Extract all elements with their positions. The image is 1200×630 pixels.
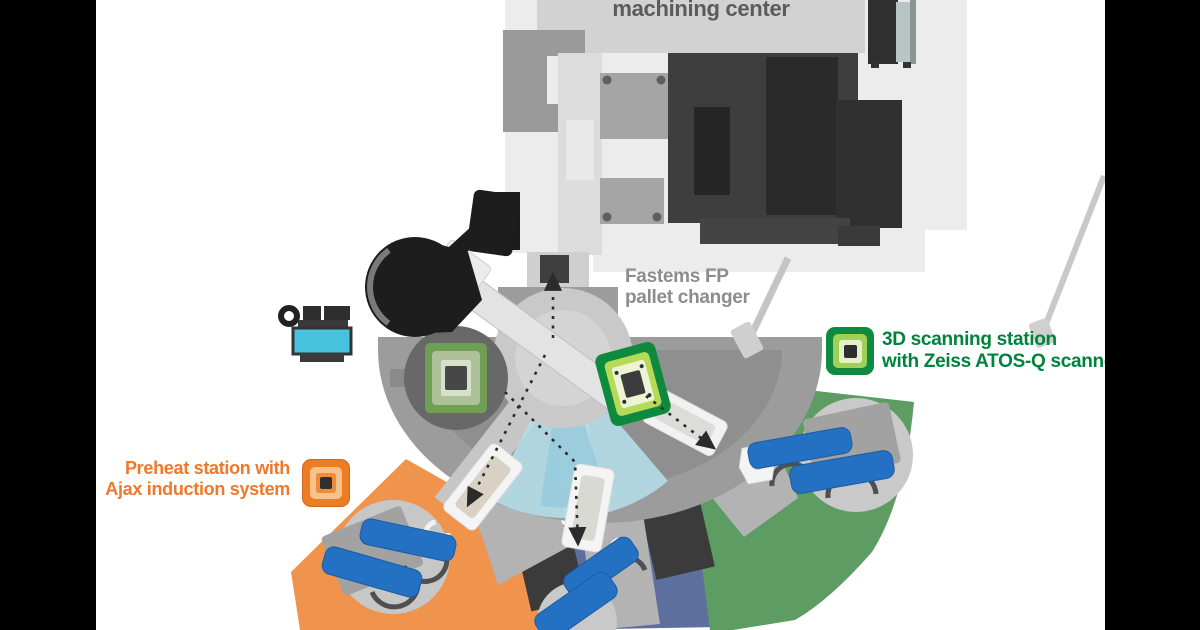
machining-center-footprint [475, 0, 967, 272]
scanning-station-icon [826, 327, 874, 375]
scanning-icon-layer [833, 334, 867, 368]
preheat-station-label: Preheat station with Ajax induction syst… [105, 458, 290, 499]
pallet-changer-label: Fastems FP pallet changer [625, 266, 750, 308]
machine-pedestal [558, 53, 668, 255]
far-right-rail [1029, 174, 1107, 348]
preheat-robot [321, 500, 457, 614]
transfer-rail [730, 256, 792, 359]
blue-zone-robot [534, 536, 648, 630]
machining-center-banner [537, 0, 865, 53]
machine-right-cabinet [868, 0, 916, 68]
letterbox-left [0, 0, 96, 630]
scanning-station-label: 3D scanning station with Zeiss ATOS-Q sc… [882, 329, 1122, 372]
preheat-station-icon [302, 459, 350, 507]
scanning-robot [738, 398, 913, 512]
pallet-gate [527, 252, 589, 287]
letterbox-right [1105, 0, 1200, 630]
machine-dark-body [668, 53, 902, 246]
machining-center-label-text: machining center [612, 0, 790, 21]
green-pallet-on-arm [595, 342, 671, 426]
pallet-routes [466, 271, 717, 547]
left-pallet-station [390, 326, 508, 430]
route-to-bottom-slot [504, 391, 587, 547]
induction-unit [278, 305, 353, 362]
preheat-icon-layer [310, 467, 342, 499]
machining-center-label: machining center [537, 0, 865, 22]
black-loader-robot [365, 189, 520, 337]
